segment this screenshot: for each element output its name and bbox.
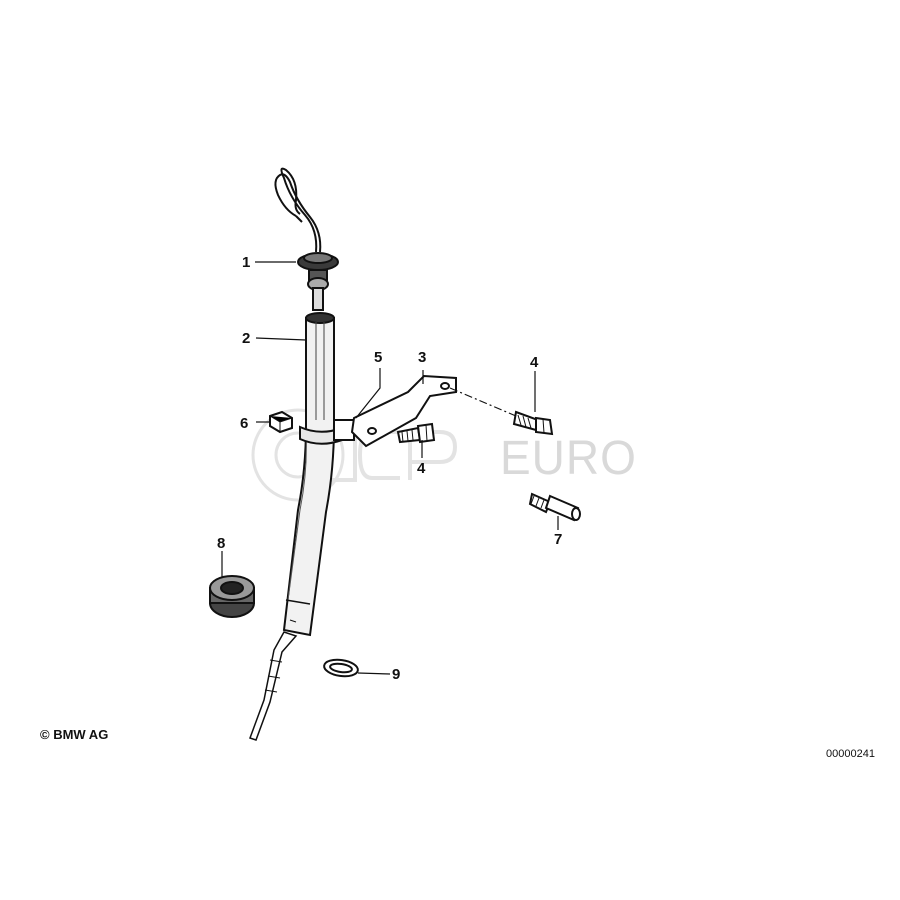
rubber-grommet — [209, 575, 255, 618]
copyright-notice: © BMW AG — [40, 727, 109, 742]
mounting-bracket — [350, 374, 457, 448]
callout-3: 3 — [418, 349, 427, 366]
watermark-text: EURO — [500, 429, 637, 485]
leader-lines — [221, 261, 559, 675]
hex-nut — [269, 410, 293, 434]
guide-tube — [282, 312, 335, 637]
callout-4-upper: 4 — [530, 354, 539, 371]
callout-7: 7 — [554, 531, 563, 548]
dipstick-blade — [249, 631, 298, 741]
o-ring — [323, 658, 359, 678]
callout-8: 8 — [217, 535, 226, 552]
bolt-upper — [512, 410, 554, 436]
callout-4-lower: 4 — [417, 460, 426, 477]
callout-6: 6 — [240, 415, 249, 432]
dipstick-handle — [274, 167, 322, 253]
dipstick-cap-grommet — [297, 252, 339, 311]
callout-1: 1 — [242, 254, 251, 271]
alignment-line — [449, 387, 517, 417]
document-number: 00000241 — [826, 748, 875, 760]
bolt-lower — [396, 422, 436, 444]
callout-2: 2 — [242, 330, 251, 347]
stud-spacer — [528, 492, 581, 522]
callout-5: 5 — [374, 349, 383, 366]
callout-9: 9 — [392, 666, 401, 683]
